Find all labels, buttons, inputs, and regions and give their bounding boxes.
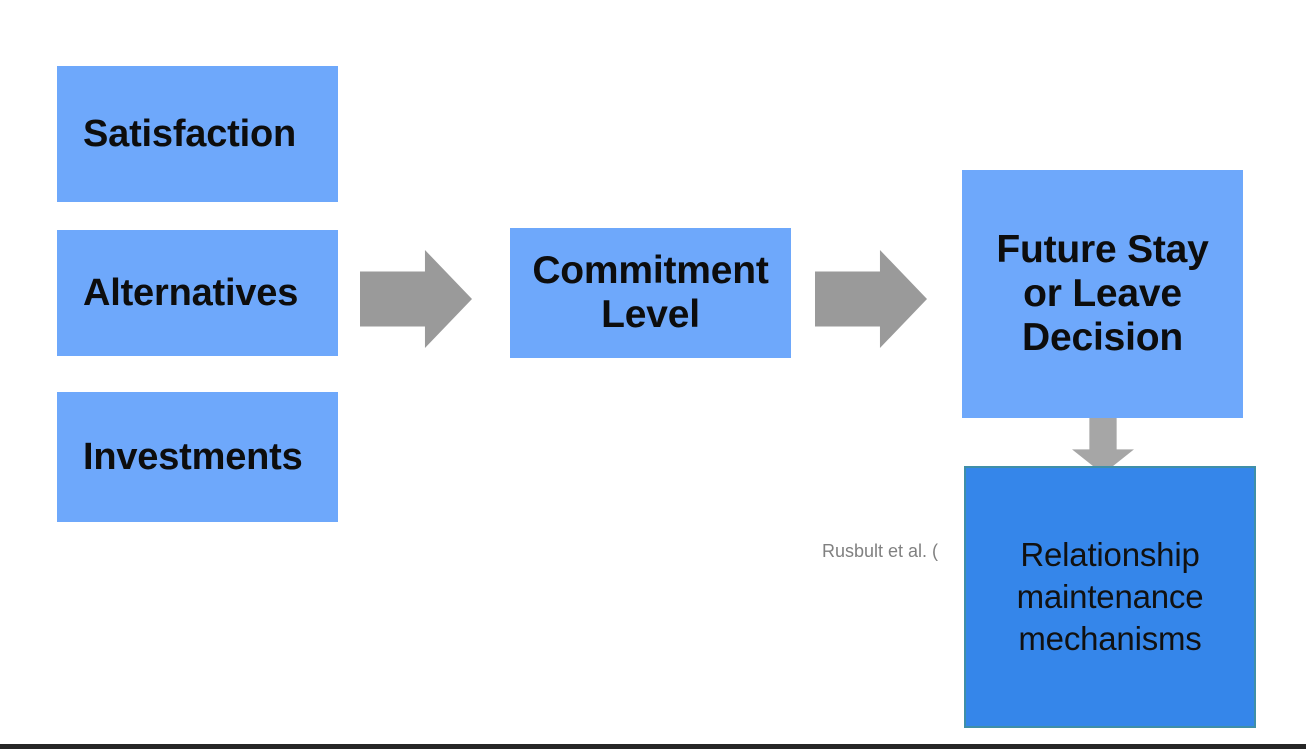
outcome-box-line-3: Decision: [1022, 315, 1183, 359]
input-box-alternatives-label: Alternatives: [83, 271, 299, 314]
consequence-box-line-3: mechanisms: [1018, 620, 1202, 658]
outcome-box-future-stay-or-leave-decision: Future Stay or Leave Decision: [962, 170, 1243, 418]
citation-text: Rusbult et al. (: [822, 541, 939, 561]
bottom-divider: [0, 744, 1306, 749]
arrow-right-icon-commitment-to-outcome: [815, 250, 927, 348]
consequence-box-relationship-maintenance-mechanisms: Relationship maintenance mechanisms: [964, 466, 1256, 728]
mediator-box-line-1: Commitment: [532, 249, 769, 293]
input-box-investments: Investments: [57, 392, 338, 522]
arrow-right-icon-inputs-to-commitment: [360, 250, 472, 348]
input-box-satisfaction-label: Satisfaction: [83, 112, 296, 155]
consequence-box-line-2: maintenance: [1016, 577, 1204, 615]
input-box-alternatives: Alternatives: [57, 230, 338, 356]
input-box-investments-label: Investments: [83, 435, 303, 478]
mediator-box-line-2: Level: [601, 293, 700, 336]
outcome-box-line-2: or Leave: [1023, 272, 1182, 316]
consequence-box-line-1: Relationship: [1020, 535, 1200, 573]
input-box-satisfaction: Satisfaction: [57, 66, 338, 202]
mediator-box-commitment-level: Commitment Level: [510, 228, 791, 358]
outcome-box-line-1: Future Stay: [996, 228, 1209, 272]
